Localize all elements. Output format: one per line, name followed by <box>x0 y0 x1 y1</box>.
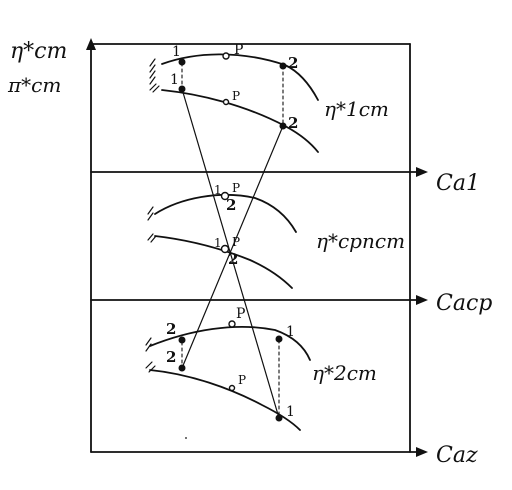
middle-label-2-lower: 2 <box>228 250 238 268</box>
horizontal-axes <box>90 167 428 457</box>
hatch-mid-1 <box>147 206 154 221</box>
top-point-1-upper <box>178 58 186 66</box>
bottom-label-2-upper: 2 <box>166 320 176 338</box>
middle-point-upper <box>220 191 230 201</box>
middle-efficiency-curve <box>154 193 297 233</box>
middle-label-1-upper: 1 <box>214 183 222 197</box>
bottom-efficiency-curve <box>149 325 311 361</box>
bottom-point-1-upper <box>275 335 283 343</box>
top-label-2-lower: 2 <box>288 114 298 132</box>
bottom-pressure-curve <box>149 369 301 431</box>
top-point-2-upper <box>279 62 287 70</box>
top-efficiency-curve <box>161 53 319 101</box>
bottom-label-2-lower: 2 <box>166 348 176 366</box>
top-label-1-upper: 1 <box>172 44 181 60</box>
pi-st-label: π*ст <box>7 73 61 97</box>
eta-st-label: η*ст <box>10 39 67 64</box>
top-pressure-curve <box>161 89 319 153</box>
operating-line-2 <box>181 125 284 369</box>
hatch-mid-2 <box>147 233 157 243</box>
middle-curve-label: η*српст <box>316 229 405 253</box>
bottom-label-p-lower: P <box>238 373 246 387</box>
top-label-p-upper: P <box>234 42 243 58</box>
bottom-curve-label: η*2ст <box>312 361 377 385</box>
middle-label-1-lower: 1 <box>214 236 222 250</box>
bottom-label-1-upper: 1 <box>286 324 295 340</box>
bottom-label-1-lower: 1 <box>286 404 295 420</box>
middle-pressure-curve <box>154 235 293 289</box>
operating-line-1 <box>181 88 280 419</box>
hatch-bot-2 <box>145 361 156 373</box>
hatch-bot-1 <box>145 337 152 352</box>
stall-hatch-marks <box>145 58 160 373</box>
vertical-axis-arrowhead <box>86 38 96 50</box>
top-label-2-upper: 2 <box>288 54 298 72</box>
top-curve-label: η*1ст <box>324 97 389 121</box>
stray-mark <box>185 437 187 439</box>
middle-label-2-upper: 2 <box>226 196 236 214</box>
top-point-p-upper <box>222 52 230 60</box>
middle-label-p-upper: P <box>232 181 240 195</box>
top-label-1-lower: 1 <box>170 72 179 88</box>
bottom-point-p-upper <box>228 320 236 328</box>
axis-cacp-arrowhead <box>416 295 428 305</box>
bottom-label-p-upper: P <box>236 306 245 322</box>
hatch-top-2 <box>149 83 160 93</box>
bottom-point-p-lower <box>228 384 236 392</box>
caz-label: Caz <box>436 443 478 468</box>
top-point-p-lower <box>222 98 230 106</box>
middle-point-lower <box>220 244 230 254</box>
frame <box>86 38 411 453</box>
ca1-label: Ca1 <box>436 171 480 196</box>
axis-caz-arrowhead <box>416 447 428 457</box>
axis-ca1-arrowhead <box>416 167 428 177</box>
top-label-p-lower: P <box>232 89 240 103</box>
bottom-point-2-upper <box>178 336 186 344</box>
cacp-label: Caср <box>436 291 492 316</box>
middle-label-p-lower: P <box>232 235 240 249</box>
hatch-top-1 <box>149 58 156 85</box>
